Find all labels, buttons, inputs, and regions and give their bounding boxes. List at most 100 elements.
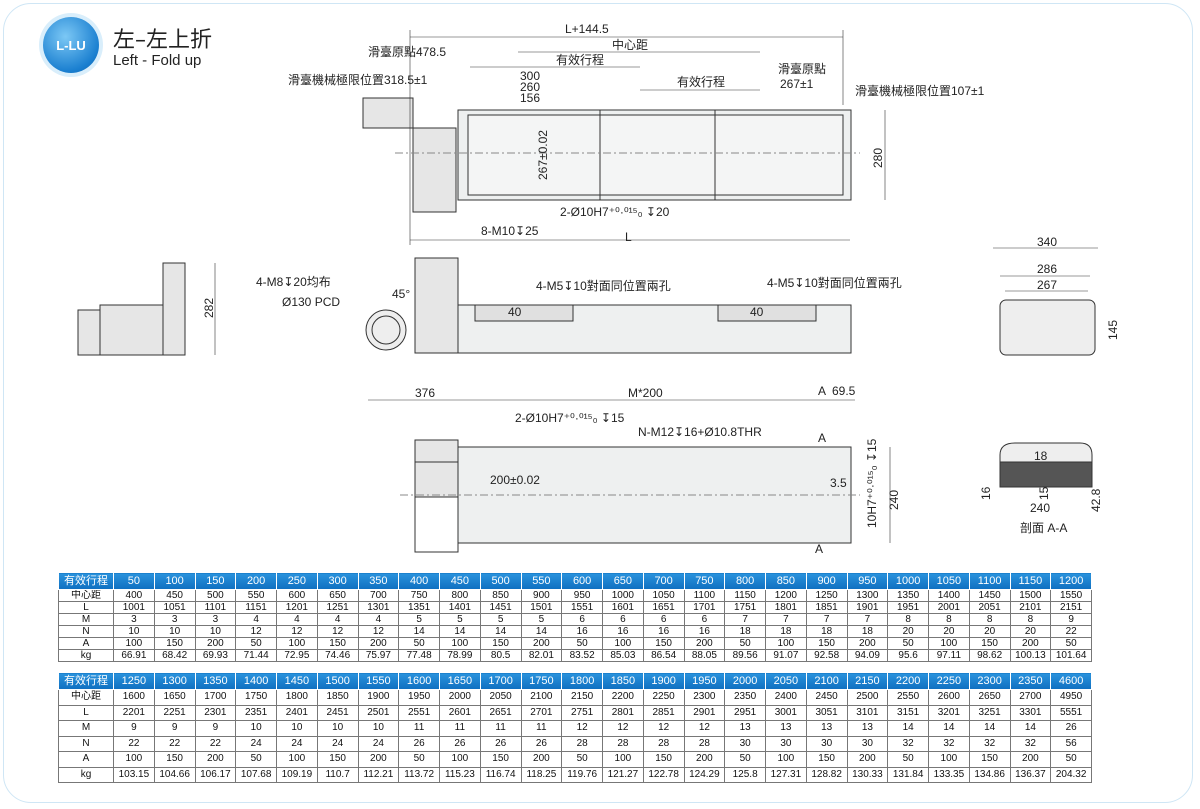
table-cell: 150: [642, 751, 685, 768]
table-cell: 5551: [1050, 704, 1092, 721]
table-cell: 100: [928, 637, 970, 650]
dim-m10: 8-M10↧25: [481, 224, 539, 238]
dim-69-5: 69.5: [832, 384, 856, 398]
table-cell: 200: [846, 751, 889, 768]
table-cell: 118.25: [520, 766, 563, 783]
table-cell: 4: [357, 613, 400, 626]
table-cell: 1700: [479, 672, 522, 690]
table-cell: 1951: [887, 601, 929, 614]
table-cell: 94.09: [846, 649, 889, 662]
table-cell: 1501: [520, 601, 563, 614]
table-cell: 1100: [683, 589, 726, 602]
table-cell: 1550: [1050, 589, 1092, 602]
dim-340: 340: [1037, 235, 1057, 249]
table-cell: 50: [398, 637, 440, 650]
table-cell: 6: [602, 613, 644, 626]
table-cell: 28: [561, 735, 603, 752]
table-cell: 5: [479, 613, 522, 626]
table-cell: 1450: [276, 672, 318, 690]
table-cell: 700: [357, 589, 400, 602]
table-cell: 24: [316, 735, 359, 752]
table-cell: 1500: [316, 672, 359, 690]
table-cell: 1250: [805, 589, 848, 602]
table-cell: 104.66: [153, 766, 196, 783]
table-cell: 56: [1050, 735, 1092, 752]
table-cell: 1900: [642, 672, 685, 690]
table-cell: 121.27: [602, 766, 644, 783]
table-cell: 1100: [968, 572, 1011, 590]
table-cell: 100: [602, 751, 644, 768]
table-cell: 124.29: [683, 766, 726, 783]
table-cell: 127.31: [765, 766, 807, 783]
table-cell: 1200: [765, 589, 807, 602]
table-cell: 82.01: [520, 649, 563, 662]
table-cell: 71.44: [235, 649, 277, 662]
table-cell: 150: [153, 751, 196, 768]
table-cell: 950: [561, 589, 603, 602]
table-cell: 1201: [276, 601, 318, 614]
table-cell: 30: [724, 735, 766, 752]
table-cell: 400: [398, 572, 440, 590]
table-cell: 200: [1009, 751, 1052, 768]
table-cell: 2951: [724, 704, 766, 721]
table-cell: 450: [153, 589, 196, 602]
dim-376: 376: [415, 386, 435, 400]
table-cell: 1551: [561, 601, 603, 614]
dim-300: 300: [520, 69, 540, 83]
table-cell: 1050: [642, 589, 685, 602]
dim-home-right-value: 267±1: [780, 77, 814, 91]
table-cell: 1101: [194, 601, 237, 614]
table-cell: 20: [968, 625, 1011, 638]
table-cell: 2701: [520, 704, 563, 721]
table-cell: 50: [1050, 751, 1092, 768]
table-cell: 150: [479, 751, 522, 768]
table-cell: 100: [276, 751, 318, 768]
table-cell: 2600: [928, 689, 970, 706]
table-cell: 26: [520, 735, 563, 752]
table-cell: 4600: [1050, 672, 1092, 690]
table-cell: 2300: [968, 672, 1011, 690]
dim-limit-right: 滑臺機械極限位置107±1: [855, 83, 985, 98]
table-cell: 1651: [642, 601, 685, 614]
table-cell: 16: [602, 625, 644, 638]
table-cell: 32: [1009, 735, 1052, 752]
table-cell: 4950: [1050, 689, 1092, 706]
table-cell: 1550: [357, 672, 400, 690]
table-cell: 26: [398, 735, 440, 752]
table-cell: 2101: [1009, 601, 1052, 614]
table-cell: 2350: [1009, 672, 1052, 690]
table-cell: 2000: [439, 689, 481, 706]
table-cell: 107.68: [235, 766, 277, 783]
table-cell: 850: [765, 572, 807, 590]
table-cell: 30: [846, 735, 889, 752]
table-cell: 1450: [968, 589, 1011, 602]
table-cell: 109.19: [276, 766, 318, 783]
table-cell: 72.95: [276, 649, 318, 662]
table-cell: 97.11: [928, 649, 970, 662]
dim-total-length: L+144.5: [565, 22, 609, 36]
table-cell: 14: [1009, 720, 1052, 737]
table-cell: 16: [683, 625, 726, 638]
table-cell: 950: [846, 572, 889, 590]
table-cell: 2251: [153, 704, 196, 721]
row-label: 有效行程: [58, 572, 114, 590]
table-cell: 9: [1050, 613, 1092, 626]
table-cell: 119.76: [561, 766, 603, 783]
table-cell: 7: [805, 613, 848, 626]
table-cell: 50: [561, 637, 603, 650]
table-cell: 2000: [724, 672, 766, 690]
table-cell: 13: [805, 720, 848, 737]
table-cell: 98.62: [968, 649, 1011, 662]
table-cell: 22: [113, 735, 155, 752]
table-cell: 18: [846, 625, 889, 638]
dim-pin-holes-2: 2-Ø10H7⁺⁰·⁰¹⁵₀ ↧15: [515, 411, 625, 425]
dim-limit-left: 滑臺機械極限位置318.5±1: [288, 72, 428, 87]
dim-45deg: 45°: [392, 287, 410, 301]
table-cell: 150: [479, 637, 522, 650]
table-cell: 200: [846, 637, 889, 650]
table-cell: 10: [113, 625, 155, 638]
table-cell: 112.21: [357, 766, 400, 783]
table-cell: 4: [276, 613, 318, 626]
table-cell: 9: [113, 720, 155, 737]
